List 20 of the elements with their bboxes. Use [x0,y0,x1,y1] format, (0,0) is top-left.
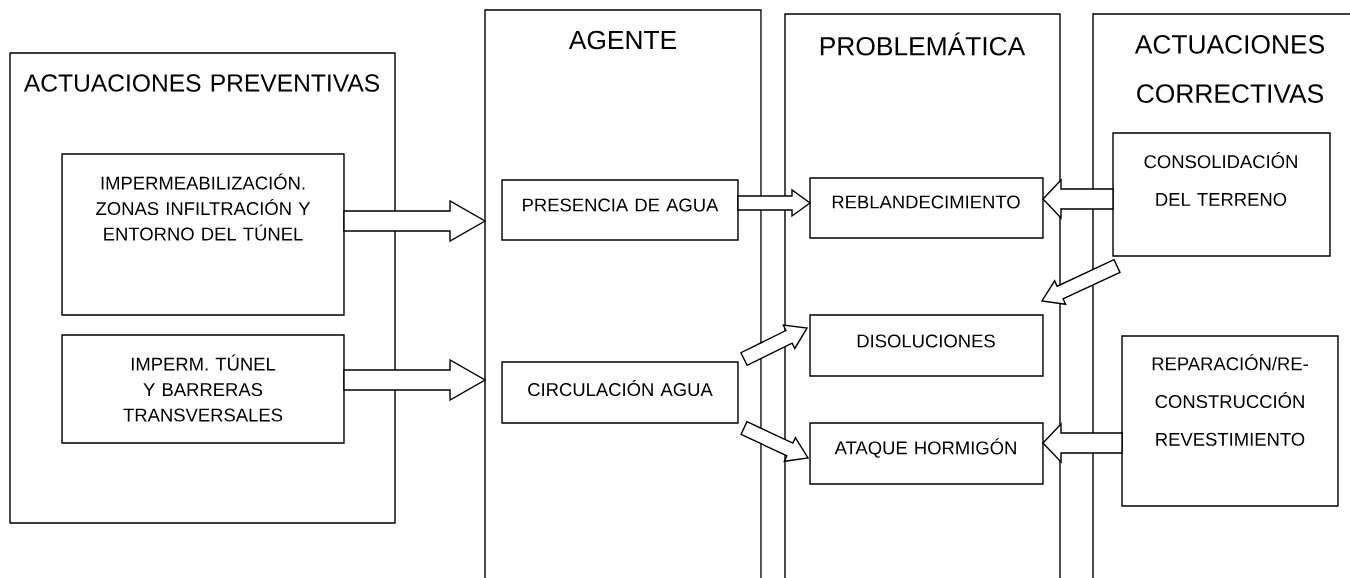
process-box: PRESENCIA DE AGUA [501,179,739,241]
block-arrow [1042,178,1114,220]
process-box: REBLANDECIMIENTO [809,177,1044,239]
panel-heading: ACTUACIONES PREVENTIVAS [23,74,380,92]
process-box: CONSOLIDACIÓN DEL TERRENO [1112,132,1331,257]
panel-heading: AGENTE [568,30,677,50]
process-box: IMPERMEABILIZACIÓN. ZONAS INFILTRACIÓN Y ENTORNO DEL TÚNEL [61,153,345,316]
panel-heading: PROBLEMÁTICA [820,32,1026,56]
block-arrow [343,199,487,243]
process-box: ATAQUE HORMIGÓN [809,422,1044,485]
panel-heading: ACTUACIONES CORRECTIVAS [1134,35,1324,103]
process-box: IMPERM. TÚNEL Y BARRERAS TRANSVERSALES [61,334,345,444]
process-box: CIRCULACIÓN AGUA [501,361,739,424]
process-box: DISOLUCIONES [809,314,1044,377]
block-arrow [343,358,487,402]
block-arrow [1042,422,1123,464]
process-box: REPARACIÓN/RE- CONSTRUCCIÓN REVESTIMIENTO [1121,335,1339,507]
block-arrow [737,188,812,218]
block-arrow [740,420,810,463]
block-arrow [1040,258,1121,306]
